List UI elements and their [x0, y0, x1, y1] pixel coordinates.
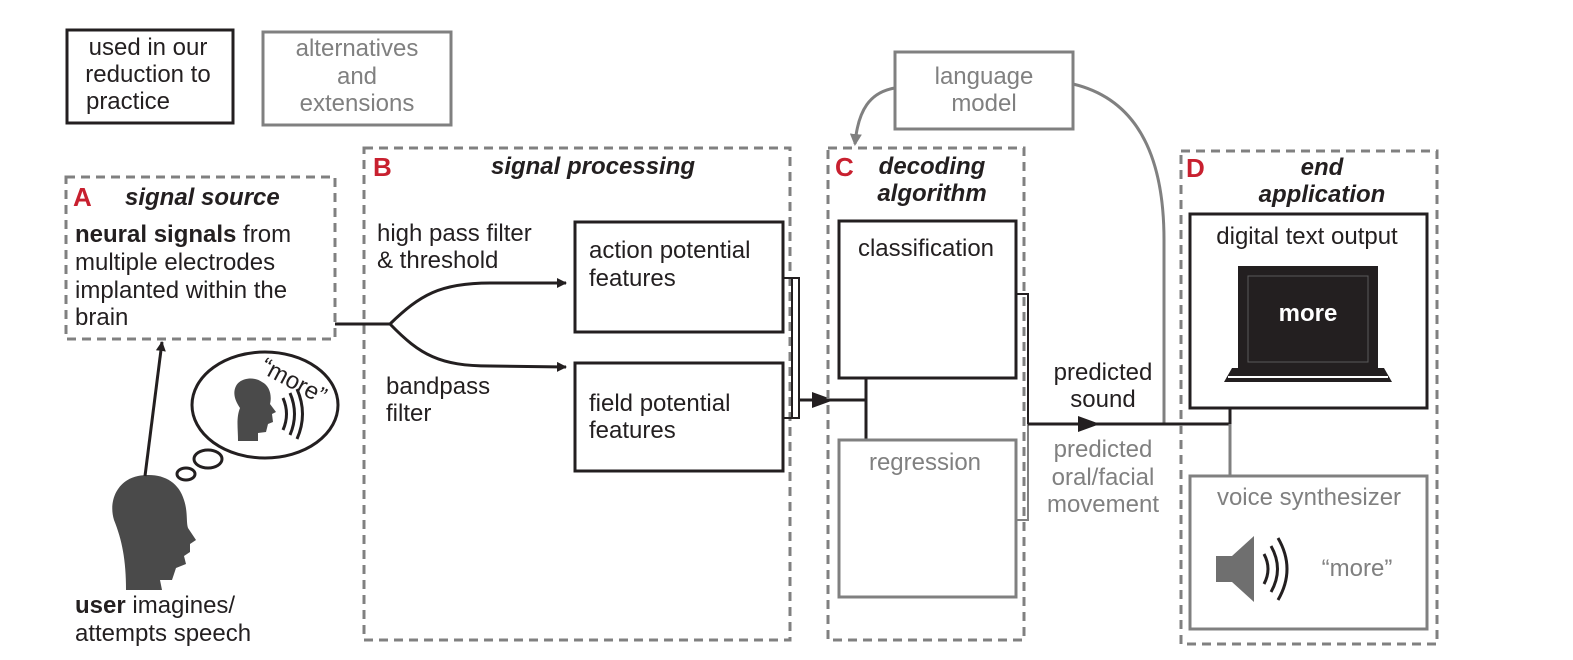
- language-model-line1: language: [935, 63, 1034, 90]
- legend-alt-line3: extensions: [300, 90, 415, 117]
- field-potential-line1: field potential: [589, 390, 730, 417]
- thought-ellipse: [190, 350, 340, 460]
- panel-c-title-line2: algorithm: [877, 180, 986, 207]
- panel-a-text-line3: implanted within the: [75, 277, 287, 304]
- predicted-movement-line1: predicted: [1054, 436, 1153, 463]
- bandpass-arrow: [388, 322, 567, 372]
- action-potential-line1: action potential: [589, 237, 750, 264]
- panel-b-letter: B: [373, 152, 392, 182]
- voice-synthesizer-label: voice synthesizer: [1217, 484, 1401, 511]
- panel-c-letter: C: [835, 152, 854, 182]
- legend-used-line2: reduction to: [85, 61, 210, 88]
- legend-alt-line1: alternatives: [296, 35, 419, 62]
- panel-a-title: signal source: [125, 184, 280, 211]
- user-caption-line2: attempts speech: [75, 620, 251, 647]
- thought-dot-small: [175, 466, 197, 482]
- user-caption-bold: user: [75, 592, 126, 619]
- panel-b: B signal processing high pass filter & t…: [362, 146, 792, 642]
- panel-c-box: [826, 146, 1026, 642]
- thought-dot-large: [192, 448, 224, 470]
- classification-output-bracket: [1016, 293, 1029, 424]
- language-model-line2: model: [951, 90, 1016, 117]
- thinking-head-icon: [234, 378, 304, 441]
- predicted-movement-line3: movement: [1047, 491, 1159, 518]
- legend-alt-box: [261, 30, 453, 127]
- legend-used: used in our reduction to practice: [65, 28, 235, 125]
- panel-b-title: signal processing: [491, 153, 695, 180]
- panel-d-letter: D: [1186, 153, 1205, 183]
- panel-d-title-line2: application: [1259, 181, 1386, 208]
- panel-c-title-line1: decoding: [879, 153, 986, 180]
- predicted-movement-line2: oral/facial: [1052, 464, 1155, 491]
- language-model-box: [893, 50, 1075, 131]
- highpass-arrow: [388, 278, 567, 326]
- digital-text-box: [1188, 212, 1429, 410]
- action-potential-line2: features: [589, 265, 676, 292]
- predicted-sound-line1: predicted: [1054, 359, 1153, 386]
- panel-b-box: [362, 146, 792, 642]
- regression-box: [837, 438, 1018, 599]
- panel-d-title-line1: end: [1301, 154, 1345, 181]
- panel-a: A signal source neural signals from mult…: [64, 175, 337, 341]
- user-to-signal-arrow: [143, 341, 166, 477]
- legend-alt-line2: and: [337, 63, 377, 90]
- language-model: language model: [893, 50, 1075, 131]
- digital-text-label: digital text output: [1216, 223, 1398, 250]
- predicted-sound-line2: sound: [1070, 386, 1135, 413]
- panel-a-letter: A: [73, 182, 92, 212]
- laptop-icon: [1224, 266, 1392, 382]
- language-model-feedback-arrow: [849, 86, 896, 146]
- regression-label: regression: [869, 449, 981, 476]
- legend-used-line1: used in our: [89, 34, 208, 61]
- panel-a-text-line1: neural signals from: [75, 221, 291, 248]
- language-model-input-line: [1072, 82, 1166, 424]
- legend-used-line3: practice: [86, 88, 170, 115]
- classification-box: [837, 219, 1018, 380]
- user-caption-line1: user imagines/: [75, 592, 235, 619]
- highpass-line2: & threshold: [377, 247, 498, 274]
- voice-synthesizer-box: [1188, 474, 1429, 631]
- classification-label: classification: [858, 235, 994, 262]
- speaker-icon: [1216, 536, 1289, 602]
- panel-d-box: [1179, 149, 1439, 646]
- user-caption-rest: imagines/: [126, 592, 236, 619]
- panel-a-box: [64, 175, 337, 341]
- panel-a-text-line1-rest: from: [236, 221, 291, 248]
- user-head-icon: [112, 475, 196, 590]
- regression-output-bracket: [1016, 424, 1029, 521]
- legend-used-box: [65, 28, 235, 125]
- panel-c: C decoding algorithm classification regr…: [826, 146, 1026, 642]
- thought-bubble: “more”: [175, 350, 340, 482]
- panel-a-text-line2: multiple electrodes: [75, 249, 275, 276]
- screen-word: more: [1279, 300, 1338, 327]
- voice-quote: “more”: [1322, 555, 1393, 582]
- panel-a-text-line4: brain: [75, 304, 128, 331]
- legend-alternatives: alternatives and extensions: [261, 30, 453, 127]
- panel-a-text-bold: neural signals: [75, 221, 236, 248]
- bandpass-line1: bandpass: [386, 373, 490, 400]
- field-potential-line2: features: [589, 417, 676, 444]
- panel-d: D end application digital text output mo…: [1179, 149, 1439, 646]
- highpass-line1: high pass filter: [377, 220, 532, 247]
- bandpass-line2: filter: [386, 400, 431, 427]
